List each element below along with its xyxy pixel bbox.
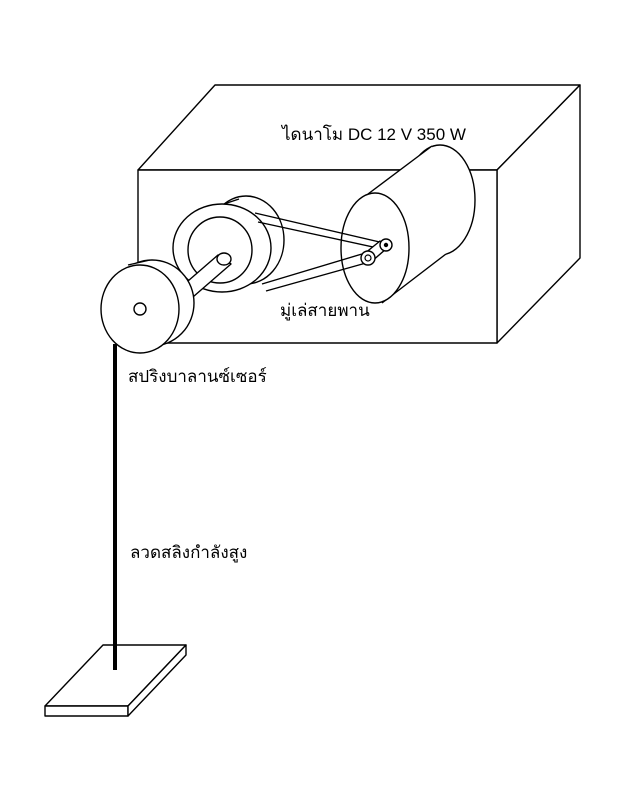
weight-plate	[44, 644, 187, 717]
spool-hub	[133, 302, 147, 316]
small-belt-pulley	[360, 250, 376, 266]
spring-balance-spool	[100, 259, 195, 354]
dynamo-shaft	[360, 238, 393, 266]
drive-belt	[254, 212, 385, 292]
label-belt-pulley: มู่เล่สายพาน	[280, 301, 370, 321]
label-dynamo: ไดนาโม DC 12 V 350 W	[280, 124, 466, 144]
plate-front-face	[44, 705, 129, 717]
label-spring-sensor: สปริงบาลานซ์เซอร์	[128, 367, 267, 386]
plate-side-face	[127, 644, 187, 717]
belt-pulley	[172, 195, 285, 293]
label-sling-wire: ลวดสลิงกำลังสูง	[130, 543, 247, 563]
